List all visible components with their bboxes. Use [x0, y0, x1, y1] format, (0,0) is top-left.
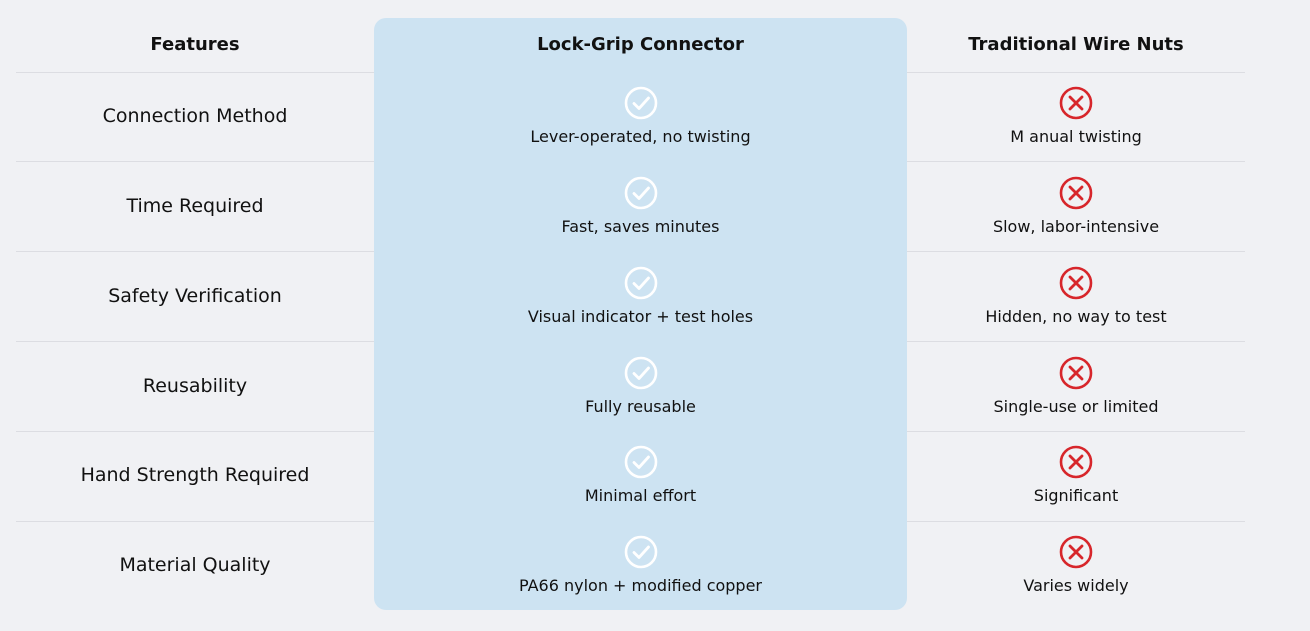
x-circle-icon — [1059, 176, 1093, 210]
lock-grip-value: Fast, saves minutes — [561, 217, 720, 236]
check-circle-icon — [624, 176, 657, 210]
lock-grip-cell: Fast, saves minutes — [374, 176, 907, 237]
check-circle-icon — [624, 356, 657, 390]
lock-grip-value: Lever-operated, no twisting — [530, 127, 751, 146]
lock-grip-cell: Lever-operated, no twisting — [374, 86, 907, 147]
row-divider — [907, 72, 1245, 73]
row-divider — [907, 431, 1245, 432]
lock-grip-cell: Visual indicator + test holes — [374, 266, 907, 327]
row-divider — [16, 161, 374, 162]
lock-grip-cell: Minimal effort — [374, 445, 907, 506]
row-divider — [16, 251, 374, 252]
lock-grip-value: Fully reusable — [585, 397, 696, 416]
traditional-cell: Hidden, no way to test — [907, 266, 1245, 327]
feature-label: Connection Method — [102, 105, 288, 127]
feature-label: Time Required — [126, 195, 264, 217]
feature-label: Hand Strength Required — [80, 464, 310, 486]
check-circle-icon — [624, 535, 657, 569]
feature-label: Reusability — [142, 375, 248, 397]
x-circle-icon — [1059, 535, 1093, 569]
header-traditional: Traditional Wire Nuts — [968, 34, 1184, 55]
lock-grip-cell: Fully reusable — [374, 356, 907, 417]
row-divider — [16, 431, 374, 432]
row-divider — [16, 521, 374, 522]
traditional-value: M anual twisting — [1010, 127, 1142, 146]
row-divider — [16, 341, 374, 342]
check-circle-icon — [624, 445, 657, 479]
lock-grip-value: Visual indicator + test holes — [527, 307, 754, 326]
row-divider — [16, 72, 374, 73]
lock-grip-value: Minimal effort — [584, 486, 697, 505]
x-circle-icon — [1059, 86, 1093, 120]
traditional-cell: Varies widely — [907, 535, 1245, 596]
header-lock-grip: Lock-Grip Connector — [537, 34, 744, 55]
row-divider — [907, 251, 1245, 252]
x-circle-icon — [1059, 356, 1093, 390]
traditional-cell: M anual twisting — [907, 86, 1245, 147]
x-circle-icon — [1059, 445, 1093, 479]
x-circle-icon — [1059, 266, 1093, 300]
check-circle-icon — [624, 86, 657, 120]
header-features: Features — [150, 34, 240, 55]
lock-grip-column-highlight — [374, 18, 907, 610]
traditional-cell: Significant — [907, 445, 1245, 506]
traditional-cell: Single-use or limited — [907, 356, 1245, 417]
traditional-cell: Slow, labor-intensive — [907, 176, 1245, 237]
feature-label: Safety Verification — [108, 285, 282, 307]
traditional-value: Hidden, no way to test — [985, 307, 1167, 326]
row-divider — [907, 521, 1245, 522]
traditional-value: Slow, labor-intensive — [992, 217, 1160, 236]
check-circle-icon — [624, 266, 657, 300]
traditional-value: Significant — [1033, 486, 1119, 505]
lock-grip-value: PA66 nylon + modified copper — [518, 576, 763, 595]
lock-grip-cell: PA66 nylon + modified copper — [374, 535, 907, 596]
row-divider — [907, 341, 1245, 342]
feature-label: Material Quality — [119, 554, 271, 576]
traditional-value: Varies widely — [1023, 576, 1129, 595]
row-divider — [907, 161, 1245, 162]
traditional-value: Single-use or limited — [993, 397, 1159, 416]
